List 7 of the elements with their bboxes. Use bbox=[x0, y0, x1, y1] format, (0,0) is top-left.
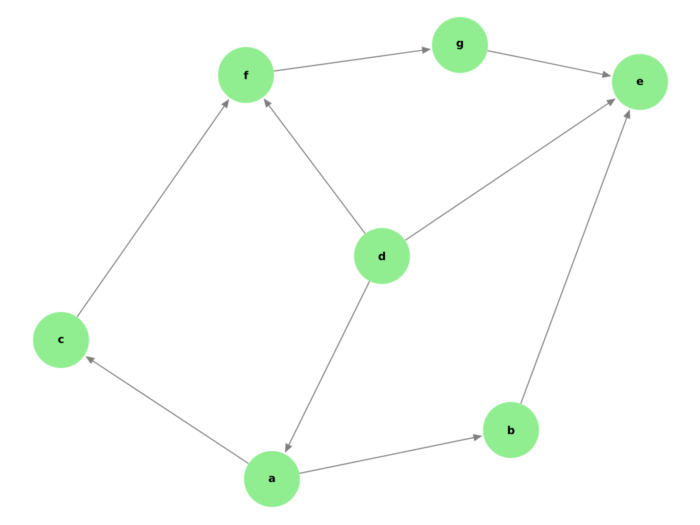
graph-node: a bbox=[244, 450, 300, 507]
graph-node: e bbox=[612, 54, 668, 110]
graph-node: f bbox=[218, 47, 274, 103]
graph-node: g bbox=[432, 17, 488, 73]
graph-node: c bbox=[33, 312, 89, 368]
graph-node: d bbox=[354, 228, 410, 284]
graph-node: b bbox=[483, 402, 539, 458]
